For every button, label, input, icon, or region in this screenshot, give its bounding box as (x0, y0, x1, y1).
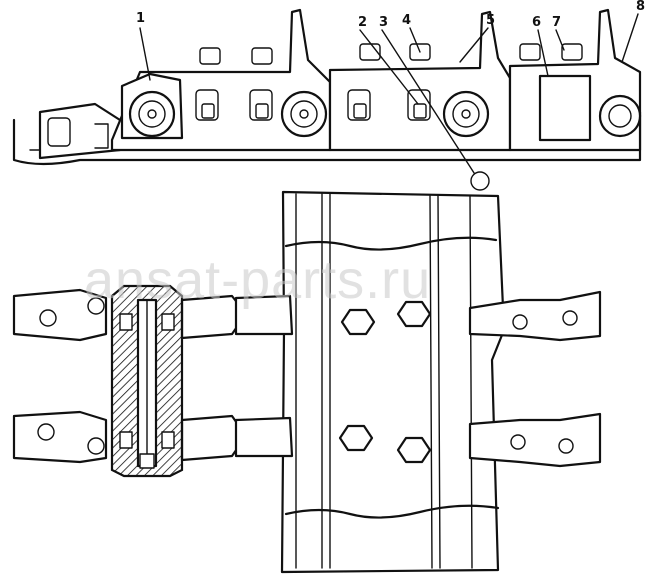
detail-ball (470, 171, 490, 191)
pin-seal (161, 313, 175, 331)
spacer-block (538, 74, 592, 142)
pin-bushing (128, 90, 176, 138)
sectioned-pin (110, 284, 184, 478)
callout-7: 7 (552, 15, 561, 30)
pin-bushing (598, 94, 642, 138)
hex-bolt (340, 308, 376, 336)
watermark-text: ansat-parts.ru (84, 250, 431, 310)
chain-row-upper (12, 288, 602, 342)
bolt-head (519, 43, 541, 61)
callout-8: 8 (636, 0, 645, 14)
end-link-lug (47, 117, 71, 147)
pin-seal (119, 431, 133, 449)
end-link (12, 288, 108, 342)
break-line-bottom (284, 504, 500, 519)
shoe-plate-plan (280, 190, 506, 574)
bolt-head (199, 47, 221, 65)
break-line-top (284, 236, 498, 251)
chain-rail-outline (12, 110, 642, 166)
callout-5: 5 (486, 13, 495, 28)
bolt-head (251, 47, 273, 65)
callout-3: 3 (379, 15, 388, 30)
hex-bolt (338, 424, 374, 452)
plan-bolts (338, 300, 432, 464)
bolt-head (561, 43, 583, 61)
chain-link (234, 416, 294, 458)
leader-lines (139, 13, 639, 177)
chain-link (468, 412, 602, 468)
callout-labels: 1 2 3 4 5 6 7 8 (136, 0, 645, 30)
end-link-bolt (94, 123, 109, 149)
callout-6: 6 (532, 15, 541, 30)
chain-row-lower (12, 410, 602, 468)
track-pins (128, 90, 642, 138)
plan-view (12, 190, 602, 574)
hex-bolt (396, 300, 432, 328)
end-link (12, 410, 108, 464)
callout-4: 4 (402, 13, 411, 28)
pin-plug (139, 453, 155, 469)
callout-1: 1 (136, 11, 145, 26)
hex-bolt (396, 436, 432, 464)
pin-seal (161, 431, 175, 449)
pin-bushing (442, 90, 490, 138)
side-view: 1 2 3 4 5 6 7 8 (12, 0, 645, 191)
chain-link (234, 294, 294, 336)
pin-bushing (280, 90, 328, 138)
bolt-head (359, 43, 381, 61)
chain-link (468, 290, 602, 342)
callout-2: 2 (358, 15, 367, 30)
pin-seal (119, 313, 133, 331)
shoe-bolts (199, 43, 583, 65)
